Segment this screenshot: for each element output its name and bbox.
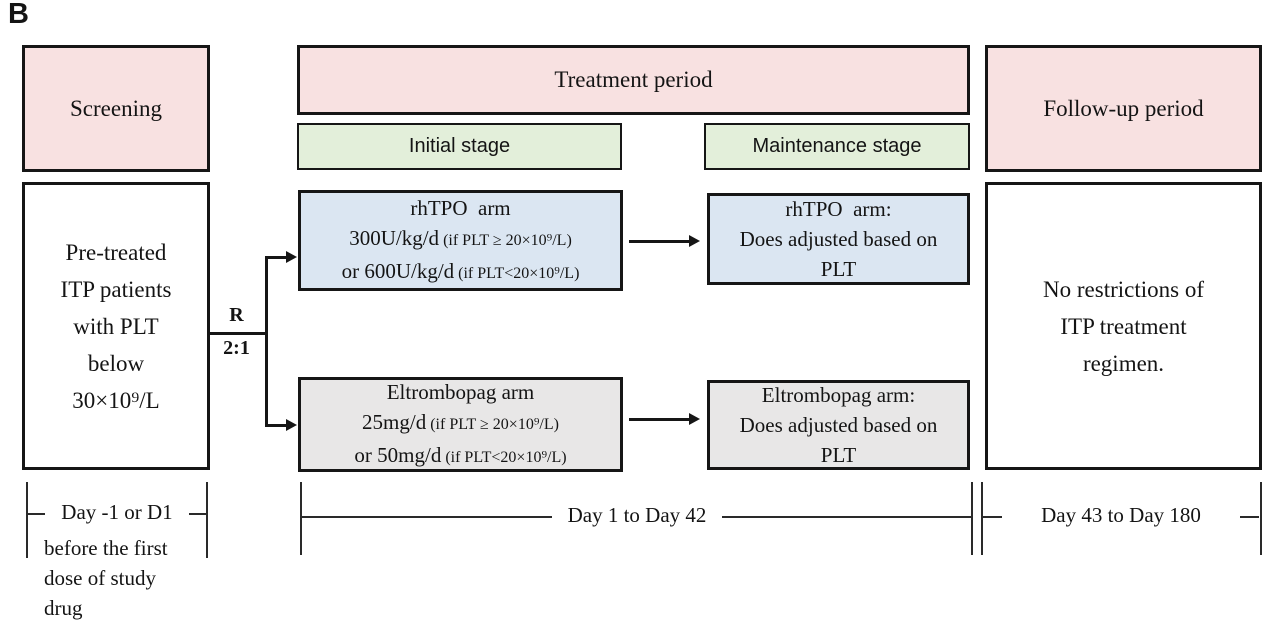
rhtpo-dose-1: 300U/kg/d bbox=[349, 225, 440, 250]
screening-timeline-right-tick bbox=[206, 482, 208, 558]
followup-timeline-left-tick bbox=[981, 482, 983, 555]
eltrombopag-dose-1: 25mg/d bbox=[362, 409, 427, 434]
eltrombopag-dose-2: or 50mg/d bbox=[354, 442, 442, 467]
eltrombopag-dose-2-condition: (if PLT<20×10⁹/L) bbox=[445, 448, 567, 466]
followup-body-line: ITP treatment bbox=[1060, 313, 1187, 339]
screening-timeline-note-line: drug bbox=[44, 596, 83, 620]
treatment-timeline-label: Day 1 to Day 42 bbox=[567, 503, 707, 527]
rhtpo-maintenance-box: rhTPO arm: Does adjusted based on PLT bbox=[707, 193, 970, 285]
rhtpo-dose-1-condition: (if PLT ≥ 20×10⁹/L) bbox=[443, 231, 572, 249]
arrow-to-rhtpo-shaft bbox=[265, 256, 287, 259]
screening-body-line: 30×10⁹/L bbox=[72, 387, 160, 413]
eltrombopag-maintenance-box: Eltrombopag arm: Does adjusted based on … bbox=[707, 380, 970, 470]
maintenance-stage-box: Maintenance stage bbox=[704, 123, 970, 170]
arrow-eltrombopag-maintenance-shaft bbox=[629, 418, 690, 421]
screening-timeline-left-dash bbox=[28, 513, 45, 515]
arrow-to-rhtpo-head-icon bbox=[286, 251, 297, 263]
followup-body-line: No restrictions of bbox=[1043, 276, 1204, 302]
followup-body-box: No restrictions of ITP treatment regimen… bbox=[985, 182, 1262, 470]
screening-timeline-note-line: dose of study bbox=[44, 566, 156, 590]
maintenance-stage-label: Maintenance stage bbox=[752, 135, 922, 157]
screening-header-box: Screening bbox=[22, 45, 210, 172]
followup-header-box: Follow-up period bbox=[985, 45, 1262, 172]
eltrombopag-maintenance-line: PLT bbox=[820, 443, 857, 467]
randomization-connector-line bbox=[209, 332, 268, 335]
eltrombopag-dose-1-condition: (if PLT ≥ 20×10⁹/L) bbox=[430, 415, 559, 433]
followup-header-label: Follow-up period bbox=[1043, 95, 1204, 121]
screening-body-line: ITP patients bbox=[60, 276, 172, 302]
rhtpo-maintenance-line: Does adjusted based on bbox=[739, 227, 938, 251]
followup-timeline-left-dash bbox=[983, 516, 1002, 518]
screening-timeline-left-tick bbox=[26, 482, 28, 558]
eltrombopag-initial-dose-high-plt: 25mg/d(if PLT ≥ 20×10⁹/L) bbox=[362, 407, 559, 440]
randomization-branch-line bbox=[265, 256, 268, 427]
eltrombopag-initial-dose-low-plt: or 50mg/d(if PLT<20×10⁹/L) bbox=[354, 440, 566, 473]
panel-label: B bbox=[8, 0, 29, 30]
treatment-period-label: Treatment period bbox=[554, 67, 713, 92]
screening-body-line: with PLT bbox=[73, 313, 159, 339]
screening-header-label: Screening bbox=[70, 95, 162, 121]
initial-stage-label: Initial stage bbox=[408, 135, 511, 157]
screening-timeline-label: Day -1 or D1 bbox=[61, 500, 173, 524]
arrow-eltrombopag-maintenance-head-icon bbox=[689, 413, 700, 425]
treatment-timeline-right-tick bbox=[971, 482, 973, 555]
screening-timeline-right-dash bbox=[189, 513, 206, 515]
randomization-r-label: R bbox=[229, 304, 244, 326]
initial-stage-box: Initial stage bbox=[297, 123, 622, 170]
followup-timeline-right-dash bbox=[1240, 516, 1259, 518]
screening-body-line: below bbox=[87, 350, 145, 376]
arrow-rhtpo-maintenance-head-icon bbox=[689, 235, 700, 247]
rhtpo-maintenance-line: rhTPO arm: bbox=[785, 197, 892, 221]
treatment-period-header-box: Treatment period bbox=[297, 45, 970, 115]
eltrombopag-initial-box: Eltrombopag arm 25mg/d(if PLT ≥ 20×10⁹/L… bbox=[298, 377, 623, 472]
followup-timeline-label: Day 43 to Day 180 bbox=[1041, 503, 1201, 527]
arrow-rhtpo-maintenance-shaft bbox=[629, 240, 690, 243]
eltrombopag-initial-title: Eltrombopag arm bbox=[386, 379, 535, 404]
arrow-to-eltrombopag-head-icon bbox=[286, 419, 297, 431]
rhtpo-initial-dose-high-plt: 300U/kg/d(if PLT ≥ 20×10⁹/L) bbox=[349, 223, 572, 256]
rhtpo-initial-box: rhTPO arm 300U/kg/d(if PLT ≥ 20×10⁹/L) o… bbox=[298, 190, 623, 291]
eltrombopag-maintenance-line: Does adjusted based on bbox=[739, 413, 938, 437]
rhtpo-initial-dose-low-plt: or 600U/kg/d(if PLT<20×10⁹/L) bbox=[342, 256, 580, 289]
screening-body-box: Pre-treated ITP patients with PLT below … bbox=[22, 182, 210, 470]
rhtpo-initial-title: rhTPO arm bbox=[410, 195, 511, 220]
rhtpo-dose-2-condition: (if PLT<20×10⁹/L) bbox=[458, 264, 580, 282]
treatment-timeline-right-line bbox=[722, 516, 971, 518]
rhtpo-maintenance-line: PLT bbox=[820, 257, 857, 281]
treatment-timeline-left-tick bbox=[300, 482, 302, 555]
screening-body-line: Pre-treated bbox=[65, 239, 167, 265]
treatment-timeline-left-line bbox=[302, 516, 552, 518]
rhtpo-dose-2: or 600U/kg/d bbox=[341, 258, 455, 283]
eltrombopag-maintenance-line: Eltrombopag arm: bbox=[761, 383, 916, 407]
followup-body-line: regimen. bbox=[1082, 350, 1165, 376]
arrow-to-eltrombopag-shaft bbox=[265, 424, 287, 427]
screening-timeline-note: before the first dose of study drug bbox=[44, 533, 234, 623]
followup-timeline-right-tick bbox=[1260, 482, 1262, 555]
randomization-ratio-label: 2:1 bbox=[223, 337, 250, 359]
screening-timeline-note-line: before the first bbox=[44, 536, 168, 560]
